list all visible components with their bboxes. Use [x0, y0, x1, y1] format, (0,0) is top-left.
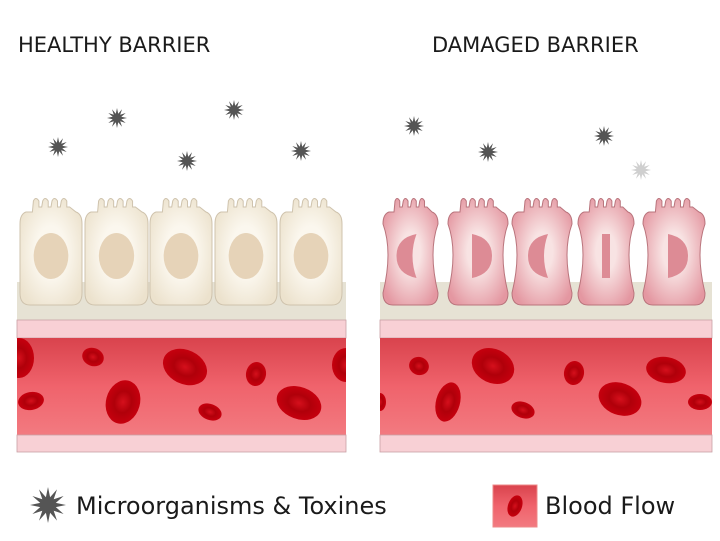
- red-blood-cell: [198, 403, 222, 421]
- microorganism-icon: [478, 142, 498, 162]
- damaged-barrier-title: DAMAGED BARRIER: [432, 33, 639, 57]
- legend-microorganisms: Microorganisms & Toxines: [30, 487, 387, 523]
- nucleus: [33, 233, 69, 279]
- nucleus: [98, 233, 135, 279]
- red-blood-cell: [471, 348, 515, 384]
- nucleus: [293, 233, 329, 279]
- epithelial-cell: [511, 198, 573, 306]
- damaged-nucleus: [396, 234, 417, 278]
- vessel-wall-bottom: [16, 434, 347, 453]
- legend-blood-flow: Blood Flow: [492, 484, 675, 528]
- damaged-nucleus: [528, 234, 548, 278]
- red-blood-cell: [162, 348, 208, 386]
- nucleus: [163, 233, 199, 279]
- microorganism-icon: [404, 116, 424, 136]
- blood-stream: [380, 338, 712, 435]
- epithelial-cell: [577, 198, 635, 306]
- red-blood-cell: [245, 362, 267, 386]
- red-blood-cell: [105, 380, 141, 424]
- star-burst-icon: [30, 487, 66, 523]
- epithelial-cell: [19, 198, 83, 306]
- healthy-barrier-title: HEALTHY BARRIER: [18, 33, 210, 57]
- epithelial-cell: [447, 198, 509, 306]
- vessel-wall-bottom: [379, 434, 713, 453]
- red-blood-cell: [688, 394, 712, 410]
- red-blood-cell: [646, 356, 686, 384]
- epithelial-cell: [84, 198, 149, 306]
- epithelial-cell: [149, 198, 213, 306]
- vessel-wall-top: [16, 319, 347, 339]
- microorganisms-group: [48, 100, 651, 180]
- red-blood-cell: [332, 348, 346, 382]
- microorganism-icon: [107, 108, 127, 128]
- red-blood-cell: [511, 401, 535, 419]
- damaged-nucleus: [668, 234, 688, 278]
- red-blood-cell: [409, 356, 429, 376]
- microorganism-icon: [48, 137, 68, 157]
- red-blood-cell: [17, 338, 34, 378]
- damaged-nucleus: [472, 234, 492, 278]
- legend-microorganisms-label: Microorganisms & Toxines: [76, 492, 387, 520]
- microorganism-icon: [291, 141, 311, 161]
- damaged-barrier-panel: [379, 198, 713, 453]
- epithelial-cell: [642, 198, 706, 306]
- red-blood-cell: [276, 386, 322, 420]
- microorganism-icon: [594, 126, 614, 146]
- microorganism-icon: [177, 151, 197, 171]
- healthy-barrier-panel: [16, 198, 347, 453]
- red-blood-cell: [598, 382, 642, 416]
- red-blood-cell: [563, 361, 585, 385]
- blood-cells: [17, 338, 346, 424]
- red-blood-cell: [435, 382, 461, 422]
- legend-blood-flow-label: Blood Flow: [545, 492, 675, 520]
- microorganism-icon: [631, 160, 651, 180]
- red-blood-cell: [380, 393, 386, 411]
- vessel-wall-top: [379, 319, 713, 339]
- epithelial-cell: [214, 198, 278, 306]
- damaged-nucleus: [602, 234, 610, 278]
- nucleus: [228, 233, 264, 279]
- epithelial-cell: [382, 198, 439, 306]
- blood-cell-icon: [492, 484, 538, 528]
- microorganism-icon: [224, 100, 244, 120]
- microorganism-icon: [30, 487, 66, 523]
- epithelial-cell: [279, 198, 343, 306]
- red-blood-cell: [18, 391, 44, 411]
- blood-cells: [380, 348, 712, 422]
- red-blood-cell: [82, 347, 104, 367]
